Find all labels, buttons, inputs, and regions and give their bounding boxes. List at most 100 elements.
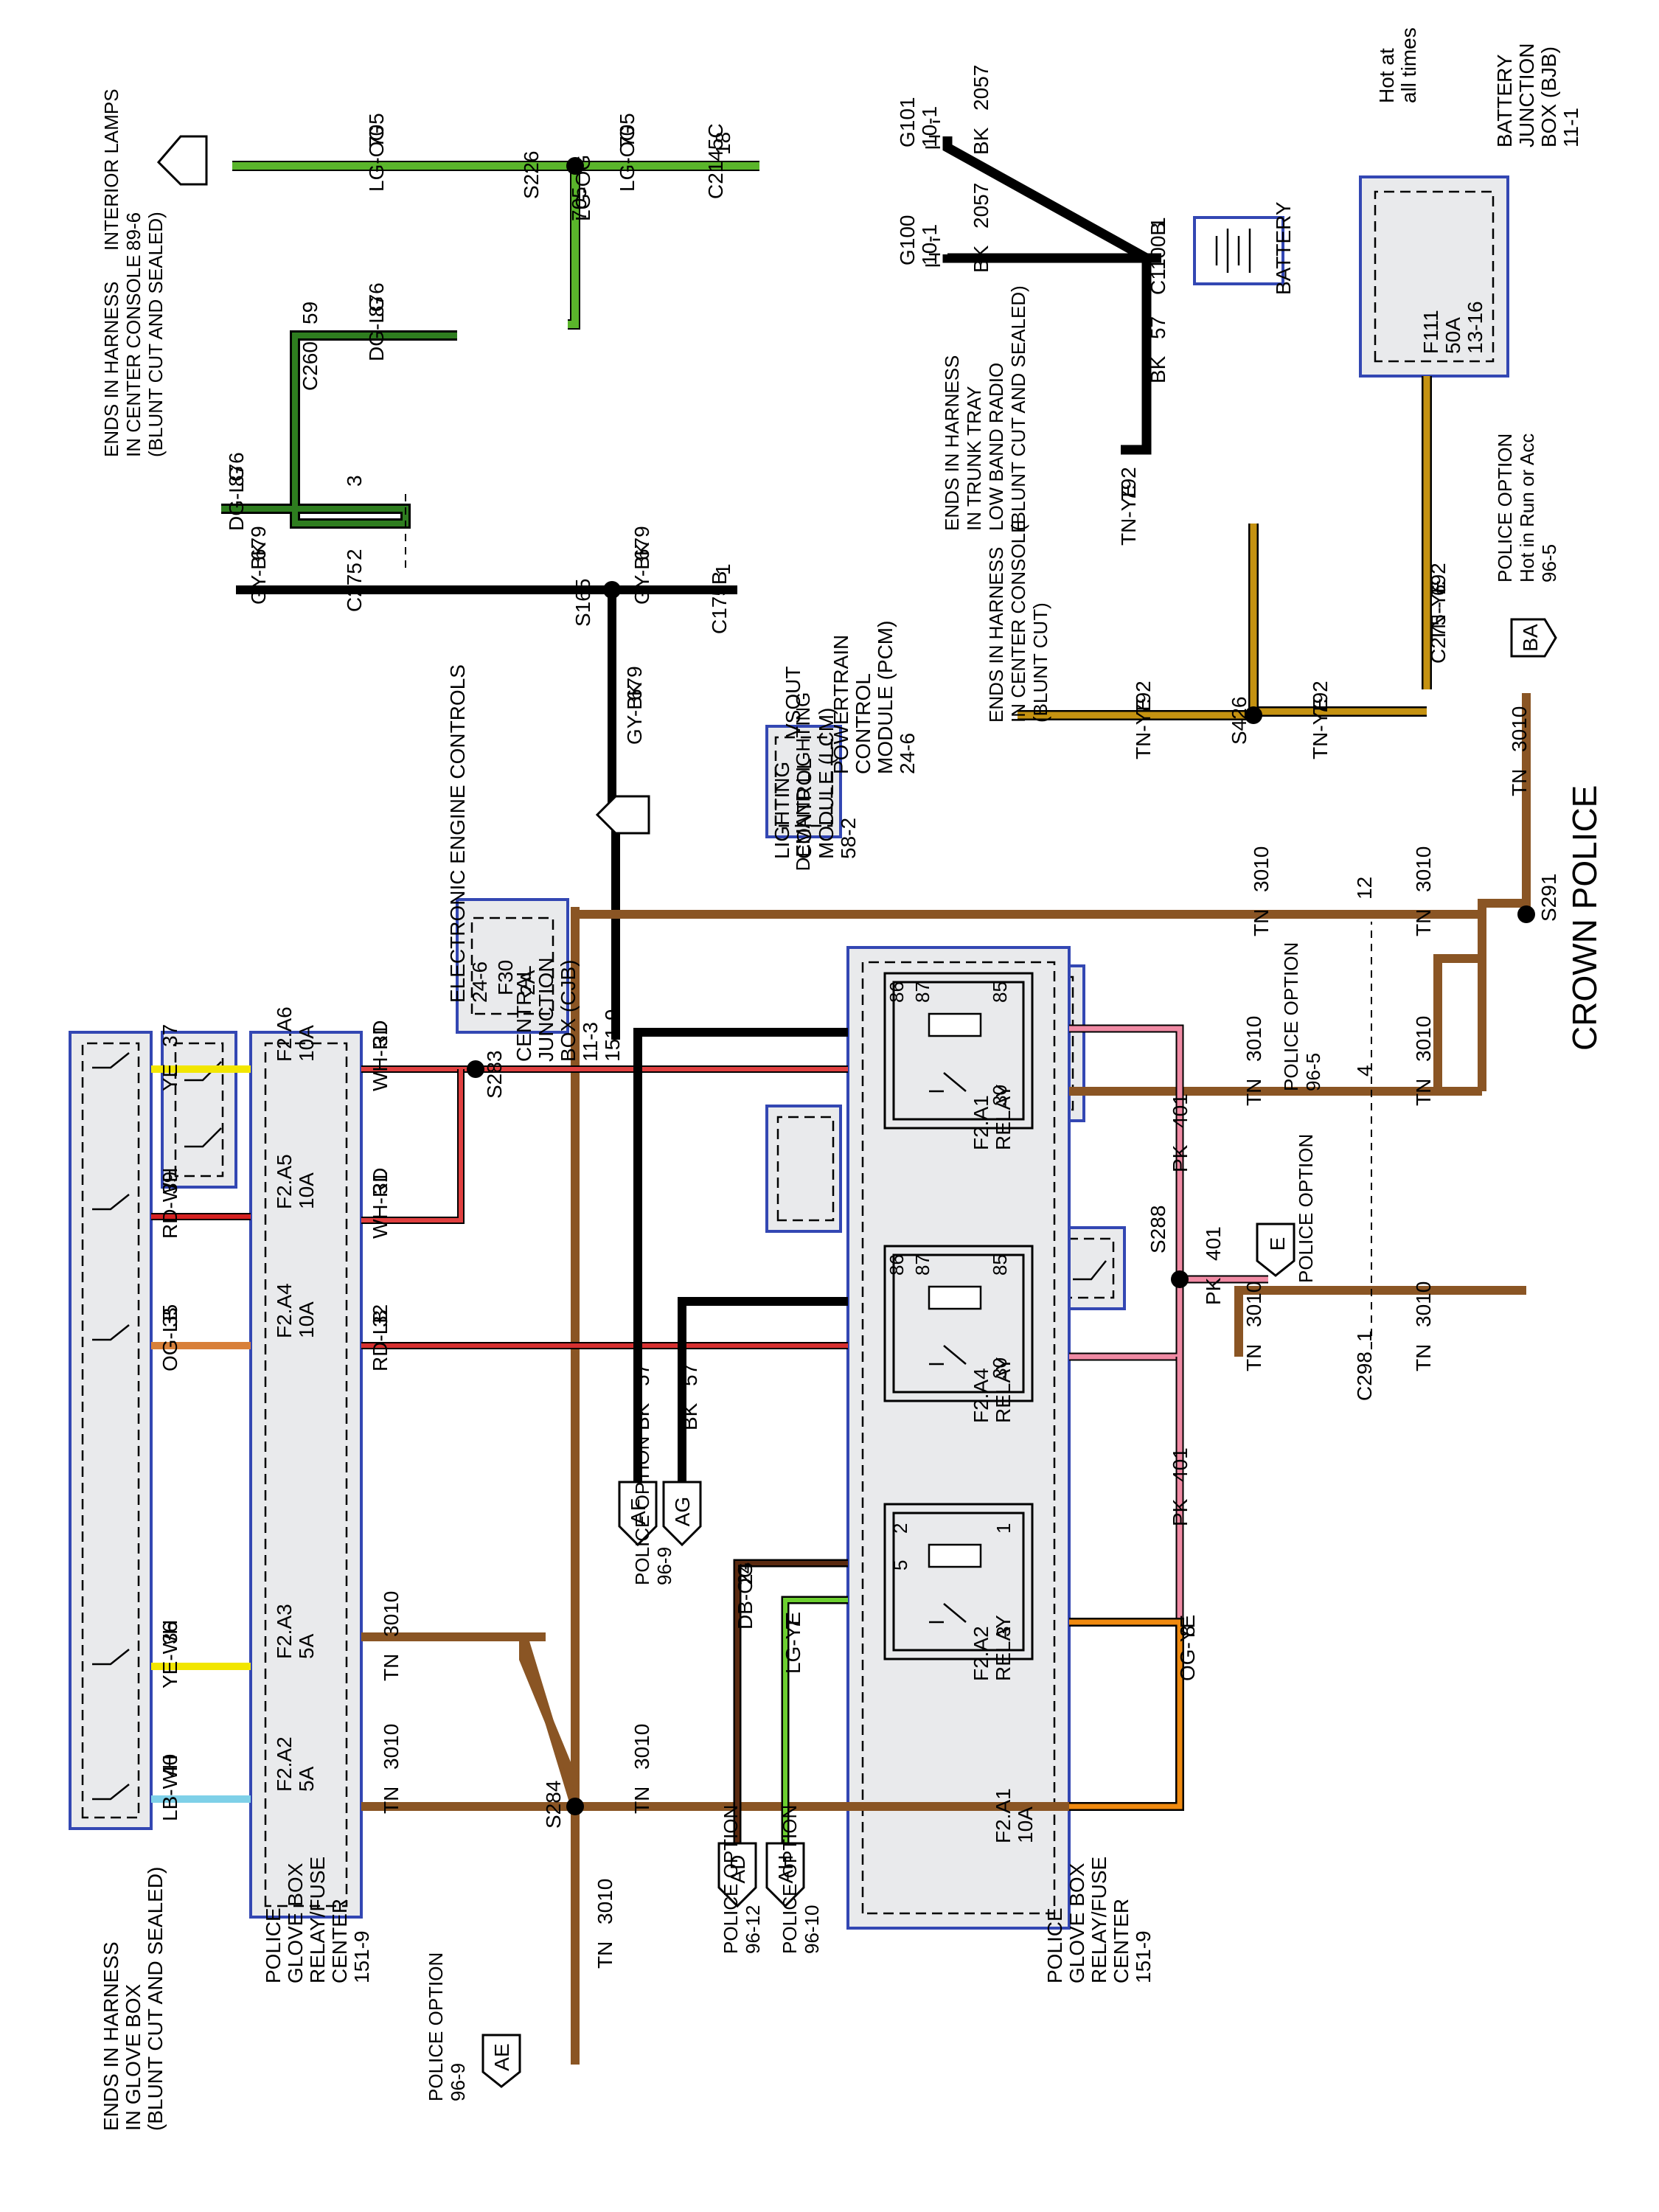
glovebox-center-r-4: CENTER (1110, 1899, 1133, 1983)
police-96-9b-1: POLICE OPTION (425, 1952, 447, 2101)
g101-ref: 10-1 (918, 106, 941, 147)
wire-3010-num-j: 3010 (630, 1724, 653, 1770)
c298-pin-1: 1 (1353, 1330, 1376, 1342)
wire-3010-num-g: 3010 (1242, 1281, 1265, 1327)
connector-ae-label: AE (490, 2043, 513, 2070)
f111-amp: 50A (1441, 317, 1464, 354)
wire-792-color-a: TN-YE (1117, 484, 1140, 546)
police-96-9-1: POLICE OPTION (631, 1436, 653, 1585)
s426-label: S426 (1228, 697, 1251, 745)
interior-lamps-ref: 89-6 (122, 212, 145, 251)
connector-ag-label: AG (671, 1497, 694, 1526)
glovebox-center-l-5: 151-9 (350, 1930, 373, 1983)
ends-glovebox-3: (BLUNT CUT AND SEALED) (144, 1867, 167, 2131)
console-blunt-2: IN CENTER CONSOLE (1007, 521, 1029, 723)
wire-35-num: 35 (159, 1304, 181, 1327)
glovebox-center-r-3: RELAY/FUSE (1088, 1857, 1110, 1983)
glovebox-center-l-2: GLOVE BOX (284, 1863, 307, 1983)
fuse-f2a5-amp: 10A (295, 1172, 318, 1209)
wire-679-color-b: GY-BK (630, 542, 653, 605)
glovebox-center-r-1: POLICE (1043, 1907, 1066, 1983)
police-96-12-1: POLICE OPTION (720, 1805, 742, 1954)
wire-31-color-a: WH-RD (369, 1020, 392, 1091)
police-run-2: Hot in Run or Acc (1516, 434, 1538, 582)
relay-f2a4 (883, 1245, 1034, 1402)
splice-s426 (1245, 706, 1262, 724)
relay-a2-pin-5: 5 (889, 1560, 911, 1571)
wire-39-num: 39 (159, 1172, 181, 1194)
wire-31-color-b: WH-RD (369, 1168, 392, 1239)
wire-679-num-c: 679 (623, 666, 646, 700)
wire-792-num-c: 792 (1309, 681, 1332, 715)
wire-glovebox-group (151, 1065, 251, 1803)
police-run-3: 96-5 (1538, 544, 1560, 582)
flag-ad: AD (717, 1842, 757, 1908)
c175b-label: C175B (708, 571, 731, 634)
wire-31-num-a: 31 (369, 1024, 392, 1047)
wire-37-color: YE (159, 1064, 181, 1091)
splice-s226 (566, 157, 584, 175)
wire-792-num-d: 792 (1427, 563, 1450, 597)
wire-3010-color-g: TN (1242, 1344, 1265, 1371)
ends-console-sealed-3: (BLUNT CUT AND SEALED) (145, 212, 167, 457)
fuse-f2a1-label: F2.A1 (992, 1788, 1015, 1843)
trunk-tray-1: ENDS IN HARNESS (941, 355, 963, 531)
battery-symbol (1193, 216, 1284, 285)
lcm-label-2: CONTROL (793, 758, 815, 859)
g100-label: G100 (896, 215, 919, 266)
wire-36-num: 36 (159, 1621, 181, 1644)
ground-symbols (925, 120, 940, 267)
connector-e-label: E (1266, 1237, 1289, 1251)
fuse-f2a2-label: F2.A2 (273, 1736, 296, 1792)
eec-label-2: 24-6 (468, 961, 491, 1003)
f111-pins: 13-16 (1464, 301, 1486, 354)
cjb-label-5: 151-9 (601, 1009, 624, 1062)
wire-401-color-b: PK (1202, 1277, 1225, 1305)
pcm-label-1: POWERTRAIN (830, 635, 852, 774)
relay-a1-label-1: F2.A1 (970, 1095, 992, 1150)
vsout-label: VSOUT (782, 667, 804, 737)
wire-401-color-c: PK (1169, 1498, 1192, 1526)
f30-amp: 2A (516, 970, 539, 995)
flag-ba: BA (1510, 618, 1557, 658)
bjb-label-4: 11-1 (1559, 108, 1582, 147)
wire-679-color-c: GY-BK (623, 682, 646, 745)
relay-a2-pin-3: 3 (992, 1627, 1015, 1637)
glovebox-center-r-5: 151-9 (1132, 1930, 1155, 1983)
s226-label: S226 (520, 151, 543, 199)
c275-pin2: 2 (343, 549, 366, 560)
splice-s288 (1171, 1270, 1189, 1288)
lcm-label-3: MODULE (LCM) (815, 708, 838, 859)
cjb-label-3: BOX (CJB) (557, 960, 580, 1062)
wire-relay-a2-group (733, 1559, 1184, 1843)
c1100b-pin: 1 (1147, 217, 1169, 229)
wire-57-bk-group (633, 1028, 848, 1482)
wire-57-color: BK (1147, 355, 1169, 383)
flag-ah: AH (765, 1842, 805, 1908)
c1100b-label: C1100B (1147, 222, 1169, 295)
wire-3010-color-d: TN (1412, 1079, 1435, 1106)
c275-label: C275 (343, 563, 366, 612)
cjb-fuse-box (456, 898, 569, 1034)
wire-876-color-a: DG-LG (365, 296, 388, 361)
pcm-label-4: 24-6 (896, 733, 919, 774)
fuse-f2a6-label: F2.A6 (273, 1006, 296, 1062)
glovebox-fuse-center (249, 1031, 363, 1919)
wire-3010-color-f: TN (1412, 1344, 1435, 1371)
wire-31-num-b: 31 (369, 1172, 392, 1194)
wire-792-color-d: TN-YE (1427, 580, 1450, 641)
relay-a2-pin-1: 1 (992, 1523, 1015, 1534)
wire-705-color-c: LG-OG (571, 155, 594, 221)
connector-ad-label: AD (726, 1855, 749, 1884)
f30-label: F30 (494, 960, 517, 995)
wire-705-color-b: LG-OG (616, 125, 639, 192)
wire-3010-num-f: 3010 (1412, 1281, 1435, 1327)
ends-glovebox-2: IN GLOVE BOX (122, 1984, 145, 2131)
wire-3010-color-k: TN (594, 1941, 616, 1969)
wire-792-color-c: TN-YE (1309, 698, 1332, 759)
wire-2057-group (942, 136, 1161, 455)
relay-a1-pin-30: 30 (989, 1085, 1011, 1106)
wire-3010-color-b: TN (1412, 909, 1435, 936)
fuse-f2a4-label: F2.A4 (273, 1283, 296, 1338)
s283-label: S283 (483, 1051, 506, 1099)
